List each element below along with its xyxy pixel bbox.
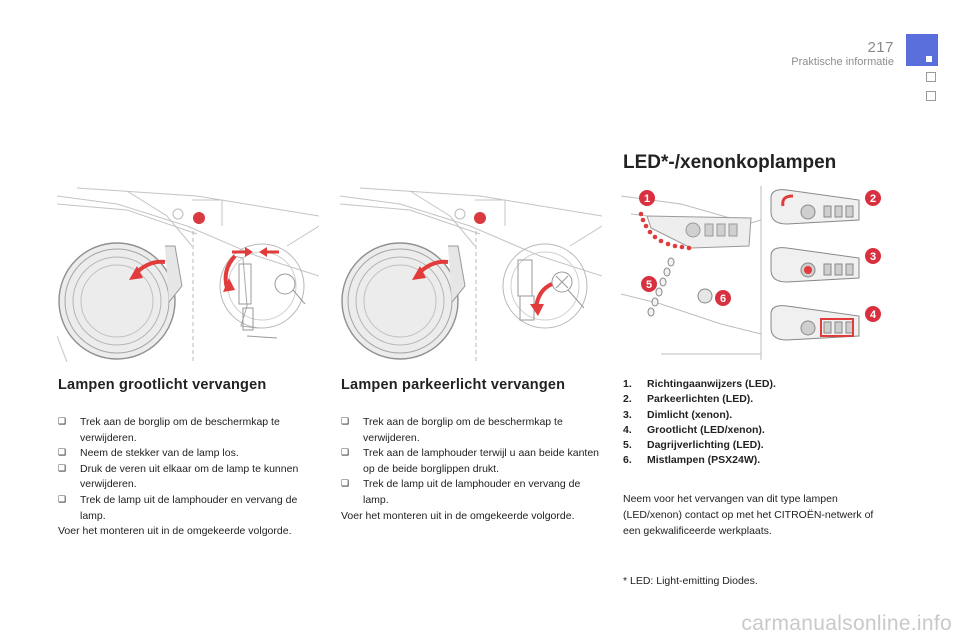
high-beam-step-4: ❑Trek de lamp uit de lamphouder en verva…: [58, 493, 298, 522]
parking-light-step-1: ❑Trek aan de borglip om de beschermkap t…: [341, 416, 563, 444]
bullet-icon: ❑: [58, 494, 67, 505]
service-notice: Neem voor het vervangen van dit type lam…: [623, 493, 874, 537]
callout-2: 2: [870, 193, 876, 205]
callout-5: 5: [646, 279, 652, 291]
parking-light-diagram: [340, 187, 602, 362]
callout-1: 1: [644, 193, 650, 205]
callout-6: 6: [720, 293, 726, 305]
legend-item: 3.Dimlicht (xenon).: [623, 408, 733, 421]
bullet-icon: ❑: [341, 417, 350, 427]
high-beam-illustration: [57, 186, 319, 362]
high-beam-title: Lampen grootlicht vervangen: [58, 377, 267, 393]
bullet-icon: ❑: [341, 479, 350, 490]
high-beam-instructions: ❑Trek aan de borglip om de beschermkap t…: [58, 415, 320, 540]
high-beam-note: Voer het monteren uit in de omgekeerde v…: [58, 525, 292, 538]
chapter-tab-marker: [926, 56, 932, 62]
lamp-legend: 1.Richtingaanwijzers (LED). 2.Parkeerlic…: [623, 377, 776, 469]
high-beam-step-1: ❑Trek aan de borglip om de beschermkap t…: [58, 416, 280, 444]
page-number: 217: [867, 39, 894, 56]
led-xenon-illustration: 1 2 3 4 5 6: [621, 184, 883, 362]
legend-item: 2.Parkeerlichten (LED).: [623, 393, 754, 406]
high-beam-step-2: ❑Neem de stekker van de lamp los.: [58, 446, 320, 462]
parking-light-illustration: [340, 186, 602, 362]
watermark: carmanualsonline.info: [741, 612, 952, 635]
legend-item: 1.Richtingaanwijzers (LED).: [623, 378, 776, 390]
section-title: Praktische informatie: [791, 56, 894, 68]
chapter-box-2[interactable]: [926, 91, 936, 101]
bullet-icon: ❑: [58, 417, 67, 427]
legend-item: 6.Mistlampen (PSX24W).: [623, 454, 761, 467]
callout-3: 3: [870, 251, 876, 263]
led-footnote: * LED: Light-emitting Diodes.: [623, 575, 758, 587]
chapter-box-1[interactable]: [926, 72, 936, 82]
parking-light-step-3: ❑Trek de lamp uit de lamphouder en verva…: [341, 478, 581, 506]
parking-light-note: Voer het monteren uit in de omgekeerde v…: [341, 509, 575, 522]
bullet-icon: ❑: [58, 463, 67, 474]
legend-item: 4.Grootlicht (LED/xenon).: [623, 423, 765, 436]
parking-light-step-2: ❑Trek aan de lamphouder terwijl u aan be…: [341, 447, 600, 475]
bullet-icon: ❑: [58, 448, 67, 459]
led-xenon-diagram: 1 2 3 4 5 6: [621, 186, 881, 360]
high-beam-diagram: [57, 187, 319, 362]
led-xenon-title: LED*-/xenonkoplampen: [623, 152, 837, 173]
high-beam-step-3: ❑Druk de veren uit elkaar om de lamp te …: [58, 462, 299, 491]
parking-light-title: Lampen parkeerlicht vervangen: [341, 377, 566, 393]
bullet-icon: ❑: [341, 448, 350, 459]
parking-light-instructions: ❑Trek aan de borglip om de beschermkap t…: [341, 415, 603, 524]
callout-4: 4: [870, 309, 877, 321]
legend-item: 5.Dagrijverlichting (LED).: [623, 439, 764, 452]
chapter-tab[interactable]: [906, 34, 938, 66]
